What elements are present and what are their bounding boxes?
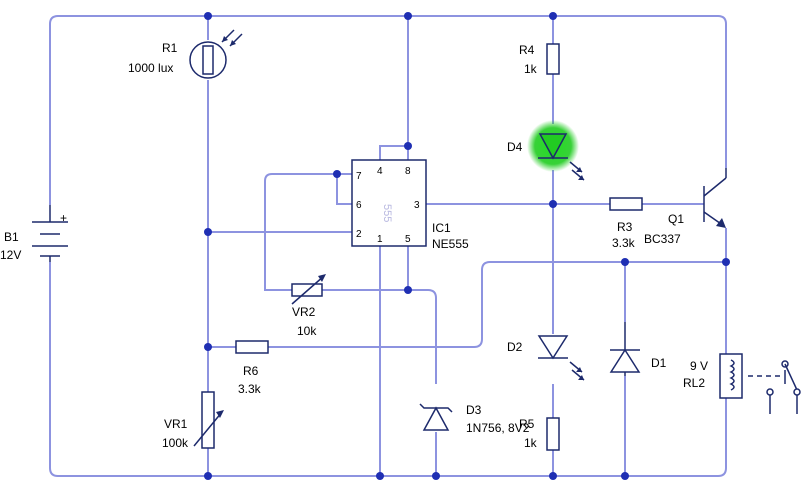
- r3-name: R3: [617, 220, 633, 234]
- junction-nodes: [204, 12, 730, 480]
- zener-diode-d3[interactable]: D3 1N756, 8V2: [419, 403, 530, 435]
- pin-7-label: 7: [356, 171, 362, 182]
- vr1-value: 100k: [162, 436, 189, 450]
- r6-name: R6: [243, 364, 259, 378]
- vr1-name: VR1: [164, 417, 188, 431]
- r4-name: R4: [519, 43, 535, 57]
- r4-value: 1k: [524, 62, 538, 76]
- wires: [49, 15, 727, 477]
- q1-value: BC337: [644, 232, 681, 246]
- wire-pin4-8: [379, 145, 409, 160]
- photoresistor-r1[interactable]: R1 1000 lux: [128, 29, 243, 79]
- ic-555[interactable]: 555 7 6 2 4 8 3 1 5 IC1 NE555: [351, 159, 469, 251]
- rl2-name: RL2: [683, 376, 705, 390]
- node: [204, 12, 212, 20]
- d1-name: D1: [651, 356, 667, 370]
- node: [404, 286, 412, 294]
- plus-sign: +: [60, 211, 67, 225]
- pin-2-label: 2: [356, 229, 362, 240]
- r5-name: R5: [519, 417, 535, 431]
- led-d4[interactable]: D4: [507, 120, 585, 181]
- b1-value: 12V: [0, 248, 21, 262]
- node: [432, 472, 440, 480]
- node: [621, 258, 629, 266]
- ic1-value: NE555: [432, 237, 469, 251]
- r6-value: 3.3k: [238, 382, 262, 396]
- resistor-r4[interactable]: R4 1k: [519, 43, 560, 76]
- r1-value: 1000 lux: [128, 61, 173, 75]
- ic1-name: IC1: [432, 221, 451, 235]
- potentiometer-vr1[interactable]: VR1 100k: [162, 391, 224, 450]
- b1-name: B1: [4, 230, 19, 244]
- resistor-r6[interactable]: R6 3.3k: [235, 340, 269, 396]
- resistor-r3[interactable]: R3 3.3k: [609, 197, 643, 250]
- wire-pin6: [336, 174, 352, 205]
- pin-8-label: 8: [405, 166, 411, 177]
- d3-name: D3: [466, 403, 482, 417]
- node: [621, 472, 629, 480]
- node: [722, 258, 730, 266]
- node: [404, 142, 412, 150]
- pin-6-label: 6: [356, 200, 362, 211]
- node: [204, 343, 212, 351]
- node: [549, 12, 557, 20]
- d2-name: D2: [507, 340, 523, 354]
- pin-1-label: 1: [377, 234, 383, 245]
- relay-rl2[interactable]: 9 V RL2: [683, 353, 801, 414]
- node: [549, 200, 557, 208]
- d3-value: 1N756, 8V2: [466, 421, 530, 435]
- node: [333, 170, 341, 178]
- node: [204, 228, 212, 236]
- transistor-q1[interactable]: Q1 BC337: [644, 168, 727, 246]
- pin-3-label: 3: [414, 200, 420, 211]
- r5-value: 1k: [524, 436, 538, 450]
- diode-d1[interactable]: D1: [609, 322, 667, 376]
- wire-r6-right: [268, 261, 726, 348]
- node: [204, 472, 212, 480]
- resistor-r5[interactable]: R5 1k: [519, 417, 560, 451]
- pin-5-label: 5: [405, 234, 411, 245]
- q1-name: Q1: [668, 212, 684, 226]
- r1-name: R1: [162, 41, 178, 55]
- rl2-value: 9 V: [690, 359, 708, 373]
- r3-value: 3.3k: [612, 236, 636, 250]
- node: [404, 12, 412, 20]
- node: [376, 472, 384, 480]
- pin-4-label: 4: [377, 166, 383, 177]
- potentiometer-vr2[interactable]: VR2 10k: [291, 274, 326, 338]
- wire-left-top: [49, 15, 59, 205]
- led-d2[interactable]: D2: [507, 335, 585, 381]
- wire-vr2-left: [264, 173, 337, 291]
- wire-vr2-d3: [322, 289, 437, 384]
- node: [549, 472, 557, 480]
- ic-chip-text: 555: [381, 204, 393, 222]
- battery-b1[interactable]: + B1 12V: [0, 205, 68, 262]
- wire-bottom-rail: [49, 262, 727, 477]
- d4-name: D4: [507, 140, 523, 154]
- vr2-name: VR2: [292, 305, 316, 319]
- vr2-value: 10k: [297, 324, 317, 338]
- wire-top-rail: [58, 15, 727, 168]
